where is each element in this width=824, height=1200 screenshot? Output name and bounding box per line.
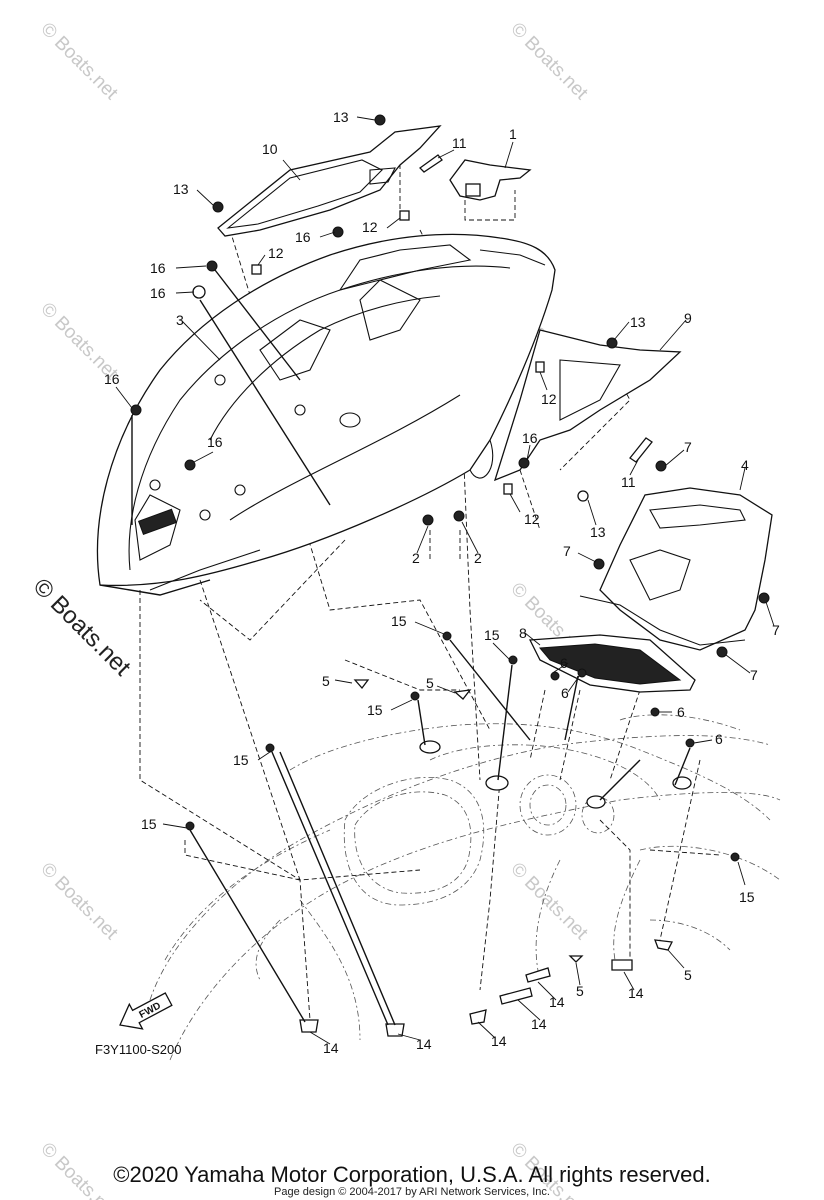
callout-16: 16 [150,260,166,276]
callout-16: 16 [150,285,166,301]
callout-13: 13 [333,109,349,125]
leader-lines [115,116,775,1045]
part-4-front-cover [579,487,773,651]
callout-9: 9 [684,310,692,326]
callout-13: 13 [590,524,606,540]
callout-12: 12 [541,391,557,407]
callout-15: 15 [739,889,755,905]
callout-12: 12 [524,511,540,527]
callout-7: 7 [684,439,692,455]
callout-11: 11 [452,135,467,151]
fwd-label: FWD [138,1000,163,1020]
callout-14: 14 [416,1036,432,1052]
callout-5: 5 [322,673,330,689]
part-1-bracket [449,159,532,201]
callout-12: 12 [362,219,378,235]
callout-12: 12 [268,245,284,261]
callout-6: 6 [560,655,568,671]
callout-16: 16 [207,434,223,450]
watermark: © Boats.net [36,19,122,105]
callout-15: 15 [391,613,407,629]
callout-3: 3 [176,312,184,328]
callout-14: 14 [549,994,565,1010]
part-3-main-shell [96,233,556,596]
fwd-arrow: FWD [119,992,173,1030]
copyright-text: ©2020 Yamaha Motor Corporation, U.S.A. A… [113,1162,711,1187]
callout-6: 6 [677,704,685,720]
callout-15: 15 [141,816,157,832]
callout-group: 1 2 2 3 4 5 5 5 5 6 6 6 6 7 7 7 7 8 9 10… [104,109,780,1056]
callout-15: 15 [484,627,500,643]
callout-6: 6 [561,685,569,701]
callout-15: 15 [367,702,383,718]
watermark-large: © Boats.net [28,573,136,681]
callout-14: 14 [628,985,644,1001]
callout-7: 7 [750,667,758,683]
part-11-clip [419,154,653,463]
callout-4: 4 [741,457,749,473]
watermark: © Boats.net [506,859,592,945]
mounting-rods [131,269,691,1026]
callout-6: 6 [715,731,723,747]
callout-1: 1 [509,126,517,142]
callout-15: 15 [233,752,249,768]
callout-16: 16 [522,430,538,446]
watermark: © Boats.net [36,859,122,945]
part-code: F3Y1100-S200 [95,1042,182,1057]
callout-5: 5 [576,983,584,999]
part-8-plate [528,634,696,693]
callout-10: 10 [262,141,278,157]
callout-7: 7 [772,622,780,638]
callout-8: 8 [519,625,527,641]
callout-13: 13 [173,181,189,197]
callout-11: 11 [621,474,636,490]
callout-5: 5 [684,967,692,983]
callout-16: 16 [104,371,120,387]
part-10-top-cover [217,125,442,237]
callout-14: 14 [531,1016,547,1032]
callout-13: 13 [630,314,646,330]
callout-14: 14 [323,1040,339,1056]
callout-5: 5 [426,675,434,691]
hull-outline [149,714,781,1061]
page-design-credit: Page design © 2004-2017 by ARI Network S… [274,1186,550,1198]
callout-2: 2 [474,550,482,566]
callout-16: 16 [295,229,311,245]
watermark: © Boats.net [506,19,592,105]
callout-2: 2 [412,550,420,566]
callout-14: 14 [491,1033,507,1049]
callout-7: 7 [563,543,571,559]
